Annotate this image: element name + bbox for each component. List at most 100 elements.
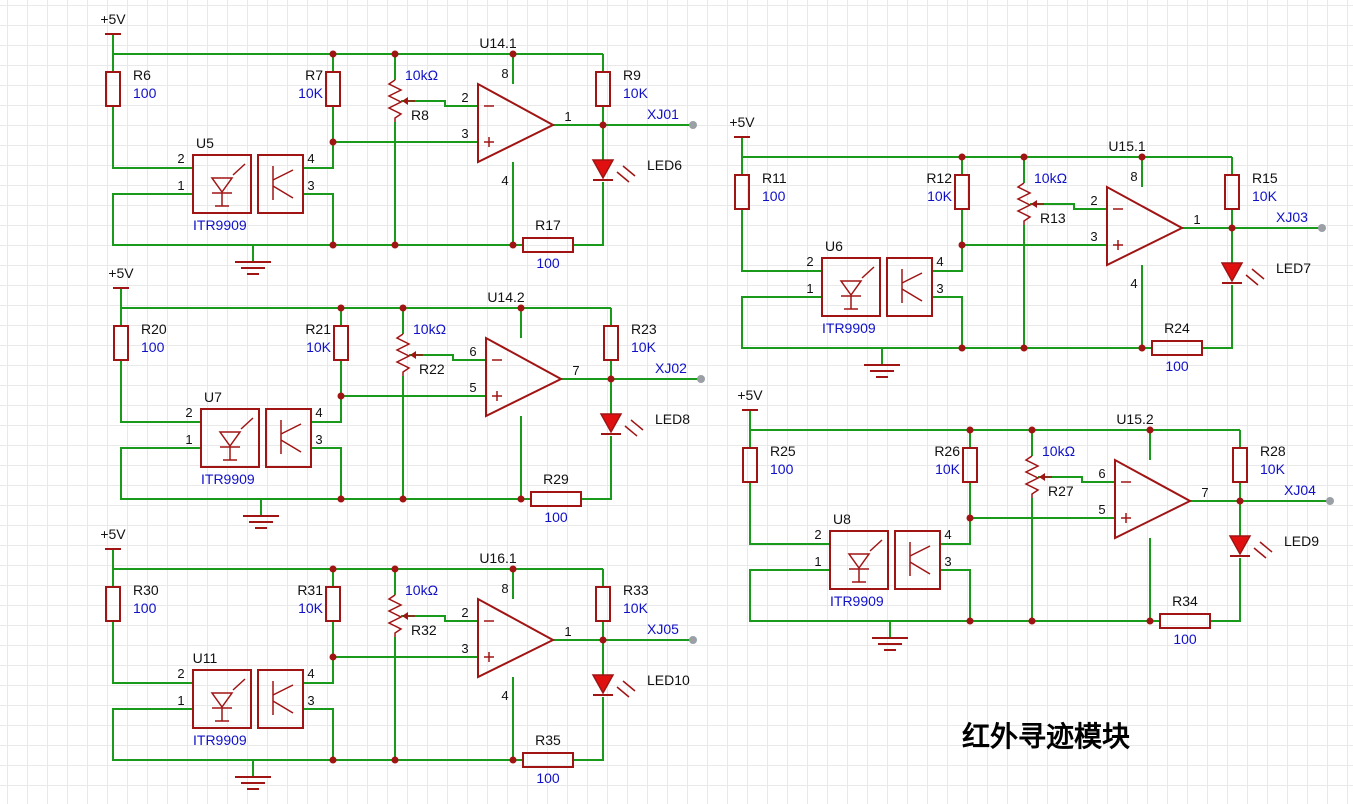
led-ref: LED7 (1276, 260, 1311, 276)
opamp-ref: U15.2 (1116, 411, 1154, 427)
resistor-value: 100 (544, 509, 568, 525)
net-name: XJ03 (1276, 209, 1308, 225)
junction-dot (599, 636, 607, 644)
opamp-pin-vcc: 8 (501, 581, 508, 596)
opamp-pin-plus: 3 (461, 126, 468, 141)
junction-dot (1020, 153, 1028, 161)
junction-dot (966, 514, 974, 522)
junction-dot (509, 50, 517, 58)
junction-dot (337, 495, 345, 503)
sensor-pin: 1 (177, 178, 184, 193)
net-name: XJ02 (655, 360, 687, 376)
opamp-pin-out: 7 (572, 363, 579, 378)
power-supply-symbol: +5V (729, 114, 755, 138)
opamp-pin-out: 7 (1201, 485, 1208, 500)
resistor-value: 10K (927, 188, 953, 204)
resistor-ref: R35 (535, 732, 561, 748)
sensor-part: ITR9909 (193, 217, 247, 233)
sensor-pin: 4 (936, 254, 943, 269)
junction-dot (329, 50, 337, 58)
opamp-pin-minus: 6 (469, 344, 476, 359)
junction-dot (509, 756, 517, 764)
op-amp: U14.2 6 5 7 (469, 289, 580, 418)
junction-dot (1138, 344, 1146, 352)
resistor-value: 100 (133, 85, 157, 101)
wires (749, 410, 1330, 638)
junction-dot (391, 241, 399, 249)
resistor-value: 100 (1165, 358, 1189, 374)
opamp-ref: U15.1 (1108, 138, 1146, 154)
sensor-pin: 3 (315, 432, 322, 447)
opamp-pin-plus: 5 (469, 380, 476, 395)
resistor-ref: R15 (1252, 170, 1278, 186)
resistor-value: 100 (536, 770, 560, 786)
net-name: XJ05 (647, 621, 679, 637)
opamp-pin-out: 1 (564, 624, 571, 639)
led-icon: LED7 (1220, 260, 1311, 286)
opamp-pin-plus: 3 (461, 641, 468, 656)
sensor-pin: 4 (944, 527, 951, 542)
opamp-pin-plus: 5 (1098, 502, 1105, 517)
channel-xj02: +5VR20100R2110K10kΩR22U14.2657R2310KLED8… (108, 265, 705, 529)
power-supply-symbol: +5V (737, 387, 763, 411)
junction-dot (399, 495, 407, 503)
junction-dot (329, 756, 337, 764)
resistor-value: 100 (133, 600, 157, 616)
opamp-pin-plus: 3 (1090, 229, 1097, 244)
wires (112, 34, 693, 262)
resistor-value: 10K (306, 339, 332, 355)
channel-xj03: +5VR11100R1210K10kΩR13U15.123184R1510KLE… (729, 114, 1326, 378)
pot-value: 10kΩ (405, 67, 438, 83)
sensor-ref: U6 (825, 238, 843, 254)
led-ref: LED9 (1284, 533, 1319, 549)
net-label: XJ02 (655, 360, 705, 383)
sensor-pin: 4 (307, 666, 314, 681)
sensor-pin: 3 (944, 554, 951, 569)
resistor-ref: R31 (297, 582, 323, 598)
resistor-ref: R23 (631, 321, 657, 337)
sensor-pin: 2 (177, 666, 184, 681)
sensor-pin: 1 (185, 432, 192, 447)
resistor-ref: R29 (543, 471, 569, 487)
opamp-ref: U16.1 (479, 550, 517, 566)
power-supply-symbol: +5V (108, 265, 134, 289)
opamp-pin-out: 1 (1193, 212, 1200, 227)
supply-label: +5V (108, 265, 134, 281)
channel-xj01: +5VR6100R710K10kΩR8U14.123184R910KLED6R1… (100, 11, 697, 275)
resistor-value: 100 (762, 188, 786, 204)
pot-value: 10kΩ (1034, 170, 1067, 186)
resistor-ref: R20 (141, 321, 167, 337)
junction-dot (1236, 497, 1244, 505)
led-icon: LED8 (599, 411, 690, 437)
resistor-ref: R11 (762, 170, 787, 186)
opamp-ref: U14.2 (487, 289, 525, 305)
channel-xj05: +5VR30100R3110K10kΩR32U16.123184R3310KLE… (100, 526, 697, 790)
junction-dot (517, 495, 525, 503)
sensor-pin: 1 (177, 693, 184, 708)
junction-dot (958, 153, 966, 161)
opamp-pin-minus: 2 (461, 605, 468, 620)
sensor-part: ITR9909 (193, 732, 247, 748)
supply-label: +5V (729, 114, 755, 130)
led-ref: LED6 (647, 157, 682, 173)
junction-dot (391, 50, 399, 58)
net-terminal (1318, 224, 1326, 232)
resistor-led: R29 100 (530, 471, 582, 525)
sensor-pin: 3 (307, 693, 314, 708)
wires (112, 549, 693, 777)
junction-dot (337, 392, 345, 400)
junction-dot (329, 653, 337, 661)
